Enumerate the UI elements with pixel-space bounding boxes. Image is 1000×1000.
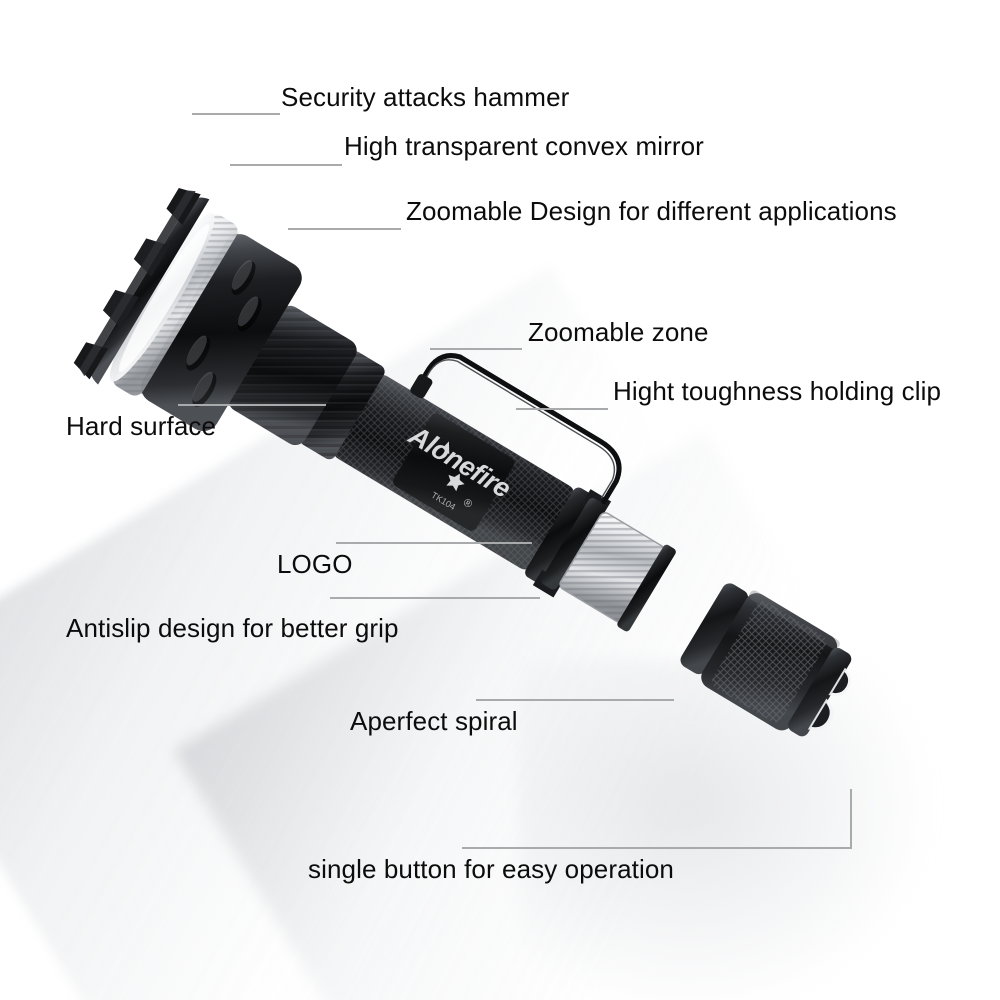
pocket-clip bbox=[420, 353, 622, 505]
callout-label-high-transparent-convex-mirror: High transparent convex mirror bbox=[344, 131, 704, 161]
leader-line-single-button-horizontal bbox=[462, 847, 852, 849]
callout-label-hard-surface: Hard surface bbox=[66, 411, 217, 441]
callout-label-holding-clip: Hight toughness holding clip bbox=[613, 376, 942, 406]
brand-star-icon bbox=[446, 473, 465, 492]
brand-logo: Alonefire ® TK104 bbox=[403, 420, 516, 513]
brand-model-text: TK104 bbox=[429, 490, 457, 512]
callout-label-single-button: single button for easy operation bbox=[308, 854, 674, 884]
callout-label-zoomable-zone: Zoomable zone bbox=[528, 317, 709, 347]
leader-line-zoomable-zone bbox=[430, 348, 522, 350]
convex-lens bbox=[109, 212, 215, 382]
pocket-clip-highlight bbox=[425, 359, 616, 499]
callout-label-perfect-spiral: Aperfect spiral bbox=[350, 706, 518, 736]
callout-label-antislip-design: Antislip design for better grip bbox=[66, 613, 399, 643]
spiral-thread bbox=[559, 512, 666, 623]
leader-line-convex-mirror bbox=[230, 164, 342, 166]
leader-line-perfect-spiral bbox=[476, 699, 674, 701]
leader-line-antislip-design bbox=[330, 597, 540, 599]
tail-notch-upper bbox=[828, 667, 852, 697]
leader-line-hard-surface bbox=[178, 404, 326, 406]
strike-bezel bbox=[73, 188, 210, 385]
callout-label-security-attacks-hammer: Security attacks hammer bbox=[281, 82, 570, 112]
leader-line-security-attacks-hammer bbox=[192, 113, 280, 115]
leader-line-single-button-vertical bbox=[850, 789, 852, 849]
leader-line-logo bbox=[336, 542, 532, 544]
tail-notch-lower bbox=[807, 698, 834, 731]
surface-reflection-2 bbox=[173, 431, 927, 1000]
brand-logo-text: Alonefire bbox=[403, 420, 516, 504]
tail-cap bbox=[680, 583, 852, 737]
clip-mount bbox=[410, 374, 433, 399]
trademark-symbol: ® bbox=[461, 497, 474, 511]
callout-label-zoomable-design: Zoomable Design for different applicatio… bbox=[406, 196, 897, 226]
head-dimples bbox=[186, 261, 262, 407]
callout-label-logo: LOGO bbox=[277, 549, 353, 579]
leader-line-holding-clip bbox=[516, 408, 608, 410]
leader-line-zoomable-design bbox=[288, 228, 401, 230]
tail-haze bbox=[520, 660, 940, 1000]
